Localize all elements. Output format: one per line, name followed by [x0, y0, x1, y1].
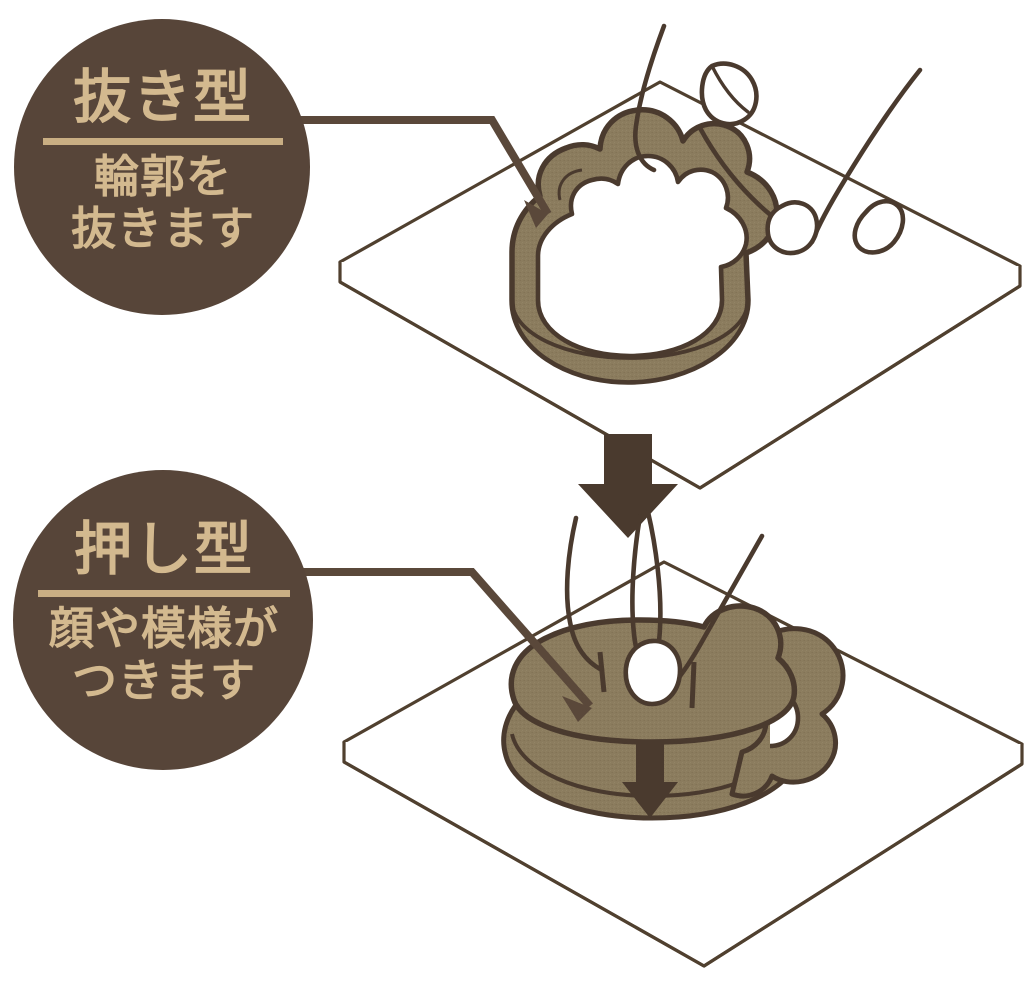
press-down-arrow [622, 742, 678, 818]
step-transition-arrow [578, 434, 678, 538]
badge-oshigata[interactable] [13, 470, 313, 770]
badge-nukigata-divider [43, 137, 283, 145]
badge-oshigata-subtitle: 顔や模様が つきます [18, 603, 310, 707]
badge-oshigata-content[interactable]: 押し型 顔や模様が つきます [18, 517, 310, 707]
badge-nukigata-content[interactable]: 抜き型 輪郭を 抜きます [22, 65, 304, 255]
badge-oshigata-title: 押し型 [73, 517, 254, 582]
badge-nukigata[interactable] [14, 19, 310, 315]
leader-oshigata [302, 568, 594, 722]
badge-oshigata-subtitle-line-1: 顔や模様が [48, 602, 279, 654]
badge-oshigata-divider [38, 589, 290, 597]
badge-nukigata-subtitle-line-1: 輪郭を [93, 150, 232, 202]
badge-oshigata-subtitle-line-2: つきます [71, 655, 256, 707]
badge-nukigata-title: 抜き型 [72, 65, 253, 130]
hand-bottom [564, 509, 765, 707]
badge-nukigata-subtitle: 輪郭を 抜きます [22, 151, 304, 255]
hand-top [633, 23, 923, 256]
leader-nukigata [300, 116, 552, 228]
bear-outline-cutter [509, 107, 780, 385]
badge-nukigata-subtitle-line-2: 抜きます [70, 203, 255, 255]
illustration-step-bottom [302, 509, 1024, 968]
illustration-step-top [300, 23, 1022, 490]
